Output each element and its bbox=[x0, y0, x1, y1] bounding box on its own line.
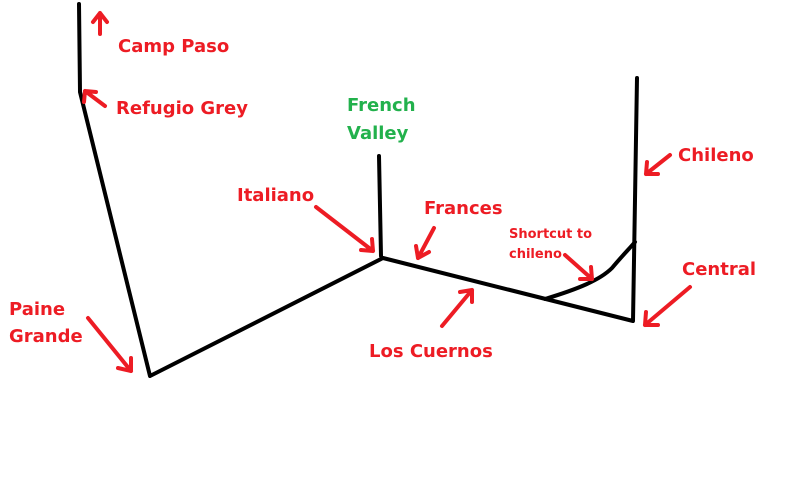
arrow-central bbox=[643, 285, 692, 327]
label-italiano: Italiano bbox=[237, 185, 315, 206]
label-shortcut-line1: Shortcut to bbox=[509, 227, 593, 242]
label-paine-grande-line1: Paine bbox=[9, 299, 66, 320]
arrow-shortcut bbox=[563, 253, 594, 281]
label-los-cuernos: Los Cuernos bbox=[369, 341, 493, 362]
trail-french-valley bbox=[377, 154, 383, 258]
label-french-valley-line2: Valley bbox=[347, 123, 409, 144]
label-shortcut-line2: chileno bbox=[509, 247, 562, 262]
arrow-los-cuernos bbox=[440, 288, 474, 328]
label-french-valley-line1: French bbox=[347, 95, 416, 116]
arrow-paine-grande bbox=[86, 316, 133, 373]
label-paine-grande-line2: Grande bbox=[9, 326, 83, 347]
label-camp-paso: Camp Paso bbox=[118, 36, 230, 57]
label-frances: Frances bbox=[424, 198, 503, 219]
trail-west-leg bbox=[77, 2, 639, 378]
arrow-camp-paso bbox=[91, 11, 109, 36]
label-chileno: Chileno bbox=[678, 145, 754, 166]
arrow-chileno bbox=[644, 153, 672, 176]
arrow-refugio-grey bbox=[82, 89, 107, 108]
arrow-frances bbox=[414, 226, 436, 260]
label-refugio-grey: Refugio Grey bbox=[116, 98, 248, 119]
label-central: Central bbox=[682, 259, 757, 280]
arrow-italiano bbox=[314, 205, 375, 253]
trail-shortcut bbox=[543, 240, 637, 301]
